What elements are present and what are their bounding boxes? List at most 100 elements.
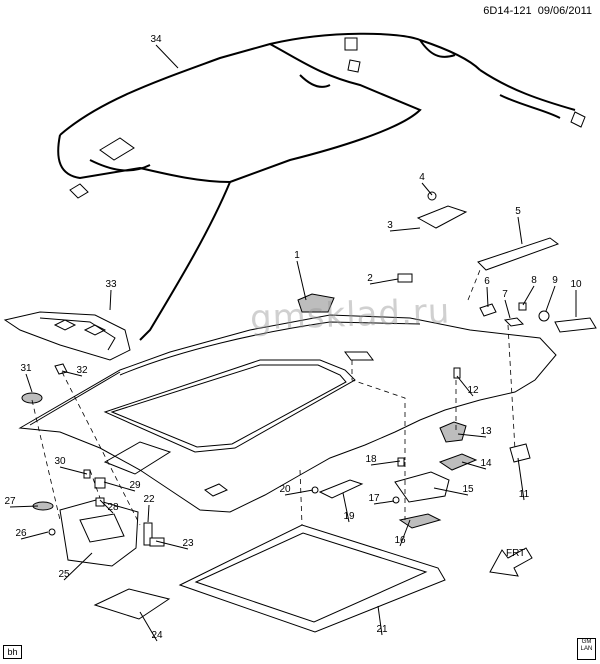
part-number-31: 31 <box>20 363 32 374</box>
leader-line-33 <box>109 289 112 311</box>
watermark: gmsklad.ru <box>249 291 451 339</box>
part-7 <box>503 317 525 327</box>
part-number-11: 11 <box>519 489 530 500</box>
part-number-22: 22 <box>143 494 155 505</box>
part-9 <box>538 310 550 322</box>
leader-line-11 <box>517 457 525 501</box>
leader-line-4 <box>421 182 433 196</box>
part-12 <box>453 367 461 379</box>
leader-line-2 <box>369 278 399 285</box>
part-number-7: 7 <box>502 289 508 300</box>
leader-line-7 <box>504 299 511 319</box>
part-number-13: 13 <box>480 426 492 437</box>
leader-line-5 <box>517 216 523 245</box>
left-rail-bracket <box>3 311 131 361</box>
part-17 <box>392 496 400 504</box>
leader-line-3 <box>389 227 421 232</box>
frt-label: FRT <box>506 548 525 559</box>
leader-line-15 <box>433 487 469 496</box>
leader-line-21 <box>377 605 383 636</box>
part-25 <box>59 499 139 567</box>
part-number-2: 2 <box>367 273 373 284</box>
part-31 <box>21 392 43 404</box>
part-number-6: 6 <box>484 276 490 287</box>
leader-line-25 <box>63 552 93 581</box>
leader-line-28 <box>99 499 114 514</box>
leader-line-13 <box>457 433 487 438</box>
leader-line-16 <box>399 519 411 547</box>
alignment-lines <box>31 269 516 526</box>
part-number-27: 27 <box>4 496 16 507</box>
part-number-21: 21 <box>376 624 388 635</box>
part-number-24: 24 <box>151 630 163 641</box>
part-number-34: 34 <box>150 34 162 45</box>
leader-line-6 <box>486 286 489 308</box>
leader-line-18 <box>370 460 401 466</box>
part-number-25: 25 <box>58 569 70 580</box>
part-13 <box>439 421 467 443</box>
diagram-header: 6D14-121 09/06/2011 <box>483 5 592 17</box>
part-number-26: 26 <box>15 528 27 539</box>
part-32 <box>54 363 68 375</box>
part-number-3: 3 <box>387 220 393 231</box>
part-number-1: 1 <box>294 250 300 261</box>
leader-line-27 <box>9 505 39 508</box>
leader-line-23 <box>155 540 189 550</box>
leader-line-34 <box>155 44 179 69</box>
part-28 <box>95 497 105 507</box>
leader-line-20 <box>284 489 314 496</box>
leader-line-31 <box>25 373 33 393</box>
leader-line-32 <box>61 370 83 377</box>
part-23 <box>149 537 165 547</box>
part-number-15: 15 <box>462 484 474 495</box>
diagram-code: 6D14-121 <box>483 5 532 17</box>
part-number-20: 20 <box>279 484 291 495</box>
leader-line-17 <box>373 500 395 505</box>
part-number-33: 33 <box>105 279 117 290</box>
leader-line-22 <box>147 504 150 523</box>
part-number-12: 12 <box>467 385 479 396</box>
leader-line-24 <box>139 611 158 642</box>
part-number-19: 19 <box>343 511 355 522</box>
front-direction-arrow: FRT <box>489 547 533 577</box>
part-24 <box>93 588 171 620</box>
leader-line-19 <box>342 492 350 523</box>
part-18 <box>397 457 405 467</box>
part-11 <box>509 443 531 463</box>
leader-line-9 <box>545 285 556 312</box>
part-29 <box>94 477 106 489</box>
part-number-5: 5 <box>515 206 521 217</box>
part-8 <box>518 302 527 311</box>
part-4 <box>427 191 437 201</box>
part-number-32: 32 <box>76 365 88 376</box>
part-number-30: 30 <box>54 456 66 467</box>
part-number-29: 29 <box>129 480 141 491</box>
part-number-17: 17 <box>368 493 380 504</box>
diagram-date: 09/06/2011 <box>537 5 592 17</box>
leader-line-8 <box>522 285 535 306</box>
leader-line-29 <box>103 481 136 492</box>
bh-tag: bh <box>3 645 22 659</box>
leader-line-12 <box>456 375 474 397</box>
part-1 <box>297 293 335 313</box>
part-number-10: 10 <box>570 279 582 290</box>
part-number-9: 9 <box>552 275 558 286</box>
part-21 <box>178 524 446 633</box>
part-16 <box>398 513 442 529</box>
part-10 <box>554 317 597 333</box>
part-19 <box>318 479 364 499</box>
leader-line-30 <box>59 466 88 475</box>
roof-wiring-harness <box>57 32 586 341</box>
part-number-18: 18 <box>365 454 377 465</box>
part-number-16: 16 <box>394 535 406 546</box>
part-14 <box>438 453 478 471</box>
gm-lan-icon: GM LAN <box>577 638 596 660</box>
leader-line-1 <box>296 260 307 301</box>
part-number-4: 4 <box>419 172 425 183</box>
part-2 <box>397 273 413 283</box>
part-5 <box>477 237 560 271</box>
part-3 <box>416 205 468 229</box>
